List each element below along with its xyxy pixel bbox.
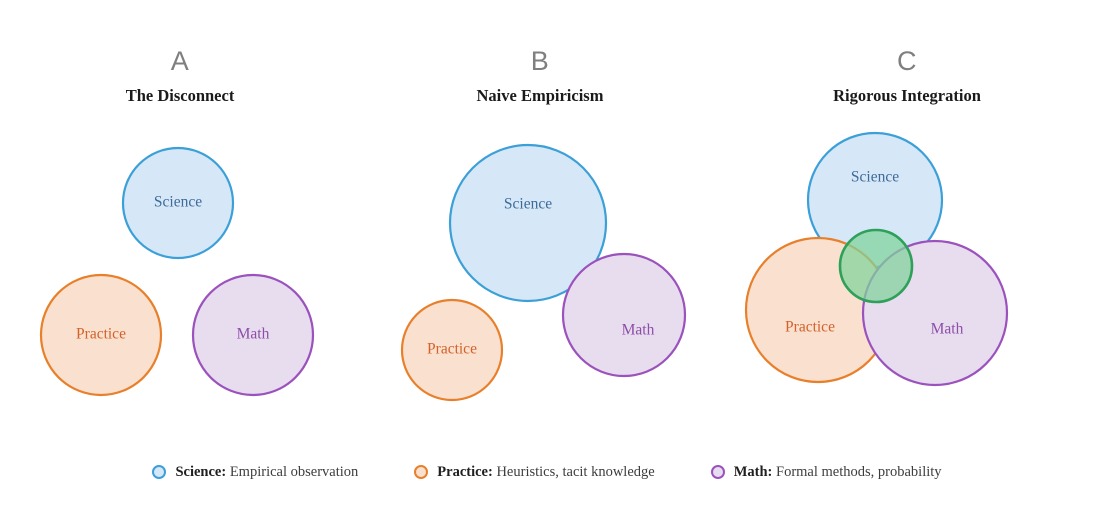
legend-item-science: Science: Empirical observation — [152, 465, 358, 480]
panel-b-label-practice: Practice — [427, 341, 477, 358]
legend-term-practice: Practice: — [437, 463, 493, 480]
panel-b-label-science: Science — [504, 196, 552, 213]
legend-desc-science: Empirical observation — [229, 463, 359, 480]
panel-b-label-math: Math — [622, 322, 655, 339]
legend-term-math: Math: — [733, 463, 773, 480]
legend-desc-math: Formal methods, probability — [776, 463, 942, 480]
panel-c-label-math: Math — [931, 321, 964, 338]
panel-c-circle-core-intersection — [838, 228, 914, 304]
panel-c-label-practice: Practice — [785, 319, 835, 336]
legend-item-practice: Practice: Heuristics, tacit knowledge — [414, 465, 655, 480]
legend-desc-practice: Heuristics, tacit knowledge — [496, 463, 655, 480]
panel-b-venn: Science Practice Math — [400, 143, 687, 402]
panel-c-title: Rigorous Integration — [833, 86, 981, 105]
panel-b-circle-science — [448, 143, 608, 303]
legend-swatch-science-icon — [152, 465, 167, 479]
legend-text-math: Math: Formal methods, probability — [734, 465, 942, 480]
panel-c-venn: Science Practice Math — [744, 131, 1009, 387]
panel-c: C Rigorous Integration Science Practice … — [720, 0, 1094, 440]
panel-a-circle-math — [191, 273, 315, 397]
legend: Science: Empirical observation Practice:… — [0, 452, 1094, 492]
panel-a-circle-science — [121, 146, 235, 260]
panel-a-circle-practice — [39, 273, 163, 397]
panel-a-label-practice: Practice — [76, 326, 126, 343]
panel-a-title: The Disconnect — [125, 86, 235, 105]
panel-b-letter: B — [530, 46, 550, 76]
legend-term-science: Science: — [175, 463, 227, 480]
panel-b-circle-practice — [400, 298, 504, 402]
panel-a-letter: A — [170, 46, 190, 76]
panel-b: B Naive Empiricism Science Practice Math — [360, 0, 720, 440]
panel-b-circle-math — [561, 252, 687, 378]
legend-item-math: Math: Formal methods, probability — [710, 465, 942, 480]
legend-swatch-math-icon — [710, 465, 725, 479]
legend-text-science: Science: Empirical observation — [175, 465, 358, 480]
panel-b-title: Naive Empiricism — [476, 86, 604, 105]
panel-a: A The Disconnect Science Practice Math — [0, 0, 360, 440]
legend-text-practice: Practice: Heuristics, tacit knowledge — [437, 465, 654, 480]
panel-c-letter: C — [897, 46, 917, 76]
panel-a-label-math: Math — [237, 326, 270, 343]
panel-a-label-science: Science — [154, 194, 202, 211]
legend-swatch-practice-icon — [414, 465, 429, 479]
panel-c-label-science: Science — [851, 169, 899, 186]
panel-a-venn: Science Practice Math — [39, 146, 315, 397]
